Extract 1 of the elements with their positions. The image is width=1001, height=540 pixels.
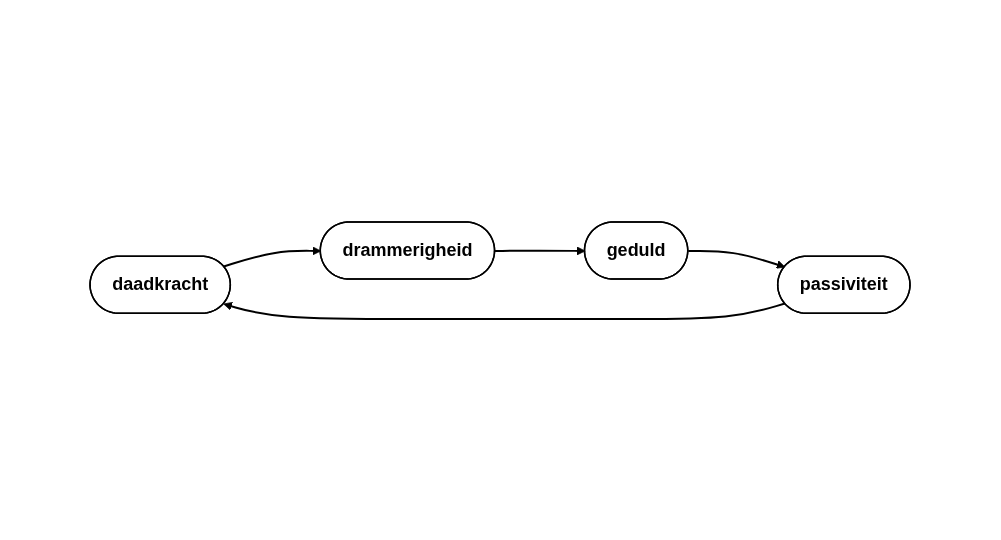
arrow <box>494 246 586 255</box>
